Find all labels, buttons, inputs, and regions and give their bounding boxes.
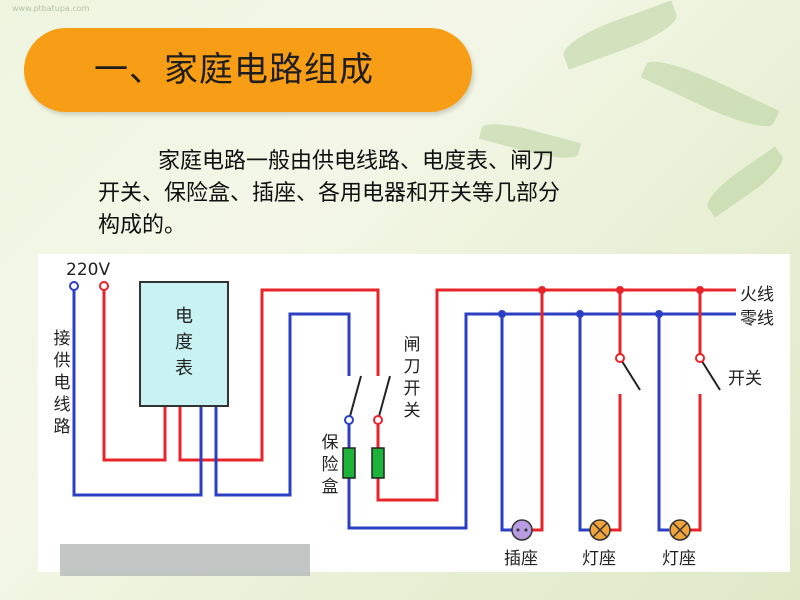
meter-label: 电度表 — [175, 306, 193, 379]
lamp1-neutral-wire — [578, 314, 590, 532]
blank-panel — [60, 544, 310, 576]
paragraph-line: 家庭电路一般由供电线路、电度表、闸刀 — [158, 149, 555, 174]
lamp2-cross — [672, 522, 688, 538]
neutral-terminal — [69, 281, 79, 291]
neutral-junction — [498, 310, 506, 318]
neutral-junction — [576, 310, 584, 318]
circuit-diagram — [38, 254, 790, 572]
lamp1-switch-blade — [619, 357, 641, 391]
lamp1-cross — [592, 522, 608, 538]
bamboo-leaf-decoration — [558, 0, 682, 70]
socket-neutral-wire — [500, 314, 512, 532]
switch-label: 开关 — [728, 369, 762, 389]
socket-label: 插座 — [504, 549, 538, 569]
live-wire-supply — [102, 288, 167, 462]
watermark: www.ptbatupa.com — [12, 4, 90, 13]
voltage-label: 220V — [66, 260, 111, 280]
page-title: 一、家庭电路组成 — [94, 50, 374, 90]
paragraph-line: 开关、保险盒、插座、各用电器和开关等几部分 — [98, 181, 561, 206]
lamp1-switch-pivot — [615, 353, 625, 363]
meter-box — [139, 281, 229, 407]
bamboo-leaf-decoration — [640, 51, 780, 137]
knife-switch-blade — [377, 375, 391, 421]
knife-switch-label: 闸刀开关 — [403, 335, 421, 421]
socket-hole — [524, 528, 528, 532]
bamboo-leaf-decoration — [701, 146, 789, 218]
lamp-holder-label: 灯座 — [662, 549, 696, 569]
live-junction — [538, 286, 546, 294]
live-junction — [616, 286, 624, 294]
lamp2-switch-pivot — [695, 353, 705, 363]
lamp2-switch-blade — [699, 357, 721, 391]
knife-switch-blade — [348, 375, 362, 421]
live-wire-main — [376, 288, 736, 502]
lamp2-switched-wire — [690, 394, 702, 532]
socket-hole — [516, 528, 520, 532]
socket — [511, 519, 533, 541]
title-banner: 一、家庭电路组成 — [24, 28, 472, 112]
live-terminal — [99, 281, 109, 291]
lamp-holder-label: 灯座 — [582, 549, 616, 569]
neutral-wire-supply — [72, 288, 203, 497]
neutral-wire-label: 零线 — [740, 309, 774, 329]
supply-line-label: 接供电线路 — [53, 329, 71, 437]
fuse — [342, 447, 356, 479]
knife-switch-pivot — [344, 415, 354, 425]
paragraph-line: 构成的。 — [98, 213, 187, 238]
neutral-junction — [655, 310, 663, 318]
knife-switch-pivot — [373, 415, 383, 425]
fuse — [371, 447, 385, 479]
live-wire-label: 火线 — [740, 285, 774, 305]
neutral-wire-meter-out — [214, 312, 351, 497]
lamp2-neutral-wire — [657, 314, 669, 532]
fuse-box-label: 保险盒 — [321, 433, 339, 497]
socket-live-wire — [532, 290, 544, 532]
circuit-svg — [69, 281, 736, 541]
live-wire-meter-out — [178, 288, 380, 462]
neutral-wire-main — [347, 312, 736, 530]
lamp1-switched-wire — [610, 394, 622, 532]
live-junction — [696, 286, 704, 294]
intro-paragraph: 家庭电路一般由供电线路、电度表、闸刀 开关、保险盒、插座、各用电器和开关等几部分… — [98, 146, 678, 242]
